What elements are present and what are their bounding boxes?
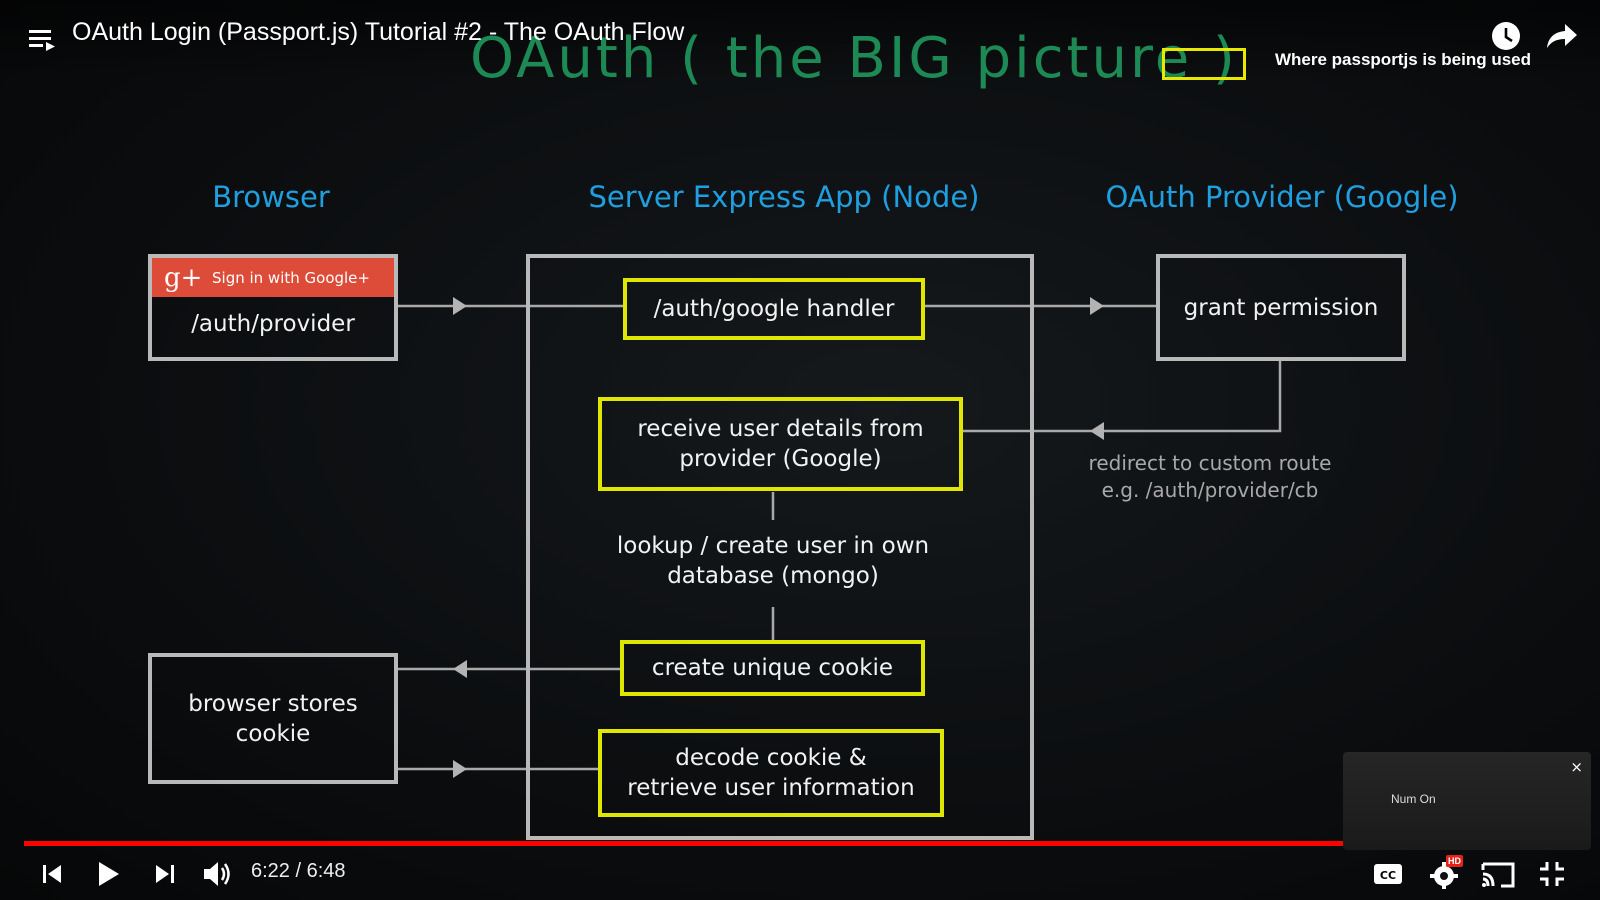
progress-played [24, 841, 1476, 846]
browser-column-header: Browser [212, 180, 330, 214]
decode-line2: retrieve user information [627, 775, 915, 801]
svg-text:CC: CC [1380, 869, 1396, 882]
auth-google-handler-label: /auth/google handler [653, 296, 895, 322]
progress-bar[interactable] [24, 841, 1576, 846]
lookup-line1: lookup / create user in own [616, 533, 930, 559]
settings-icon [1430, 862, 1458, 889]
google-signin-button: g+ Sign in with Google+ [152, 258, 394, 297]
slide-title: OAuth ( the BIG picture ) [470, 26, 1238, 91]
legend-text: Where passportjs is being used [1275, 50, 1532, 69]
settings-button[interactable]: HD [1424, 854, 1468, 894]
hd-badge: HD [1446, 855, 1463, 867]
decode-cookie-box: decode cookie & retrieve user informatio… [598, 729, 944, 817]
play-button[interactable] [90, 856, 126, 892]
play-icon [99, 862, 119, 886]
provider-column-header: OAuth Provider (Google) [1105, 180, 1459, 214]
next-icon [156, 865, 174, 883]
legend-swatch [1162, 48, 1246, 80]
volume-button[interactable] [200, 856, 236, 892]
redirect-note-line2: e.g. /auth/provider/cb [1101, 478, 1319, 502]
close-icon[interactable]: × [1570, 758, 1583, 776]
previous-icon [43, 865, 61, 883]
time-display: 6:22 / 6:48 [251, 860, 346, 882]
captions-button[interactable]: CC [1370, 856, 1406, 892]
grant-permission-box: grant permission [1156, 254, 1406, 361]
share-button[interactable] [1542, 18, 1582, 54]
captions-icon: CC [1374, 864, 1402, 884]
google-plus-icon: g+ [164, 262, 203, 293]
share-icon [1547, 24, 1577, 48]
browser-stores-line2: cookie [235, 720, 311, 747]
google-signin-label: Sign in with Google+ [212, 268, 370, 287]
exit-fullscreen-icon [1540, 862, 1564, 886]
create-cookie-label: create unique cookie [651, 655, 894, 681]
auth-google-handler-box: /auth/google handler [623, 278, 925, 340]
toast-text: Num On [1391, 792, 1436, 806]
redirect-note-line1: redirect to custom route [1088, 451, 1332, 475]
receive-user-details-box: receive user details from provider (Goog… [598, 397, 963, 491]
browser-stores-line1: browser stores [188, 690, 358, 717]
menu-icon [29, 30, 55, 51]
cast-icon [1481, 862, 1515, 888]
server-column-header: Server Express App (Node) [588, 180, 980, 214]
auth-provider-box [148, 254, 398, 361]
receive-details-line1: receive user details from [637, 416, 924, 442]
receive-details-line2: provider (Google) [679, 446, 882, 472]
lookup-line2: database (mongo) [667, 563, 879, 589]
volume-icon [204, 862, 230, 886]
num-lock-toast: × Num On [1343, 752, 1591, 850]
browser-stores-cookie-box: browser stores cookie [148, 653, 398, 784]
auth-provider-label: /auth/provider [191, 311, 355, 337]
watch-later-button[interactable] [1488, 18, 1524, 54]
video-title[interactable]: OAuth Login (Passport.js) Tutorial #2 - … [72, 18, 685, 46]
previous-button[interactable] [36, 858, 68, 890]
lookup-create-user-text: lookup / create user in own database (mo… [600, 531, 946, 591]
redirect-note: redirect to custom route e.g. /auth/prov… [1070, 450, 1350, 504]
next-button[interactable] [149, 858, 181, 890]
grant-permission-label: grant permission [1183, 294, 1379, 321]
server-container [526, 254, 1034, 840]
cast-button[interactable] [1478, 856, 1518, 892]
menu-button[interactable] [22, 22, 62, 58]
watch-later-icon [1492, 22, 1520, 50]
player-top-bar [0, 0, 1600, 80]
exit-fullscreen-button[interactable] [1534, 856, 1570, 892]
create-unique-cookie-box: create unique cookie [620, 640, 925, 696]
decode-line1: decode cookie & [675, 745, 867, 771]
